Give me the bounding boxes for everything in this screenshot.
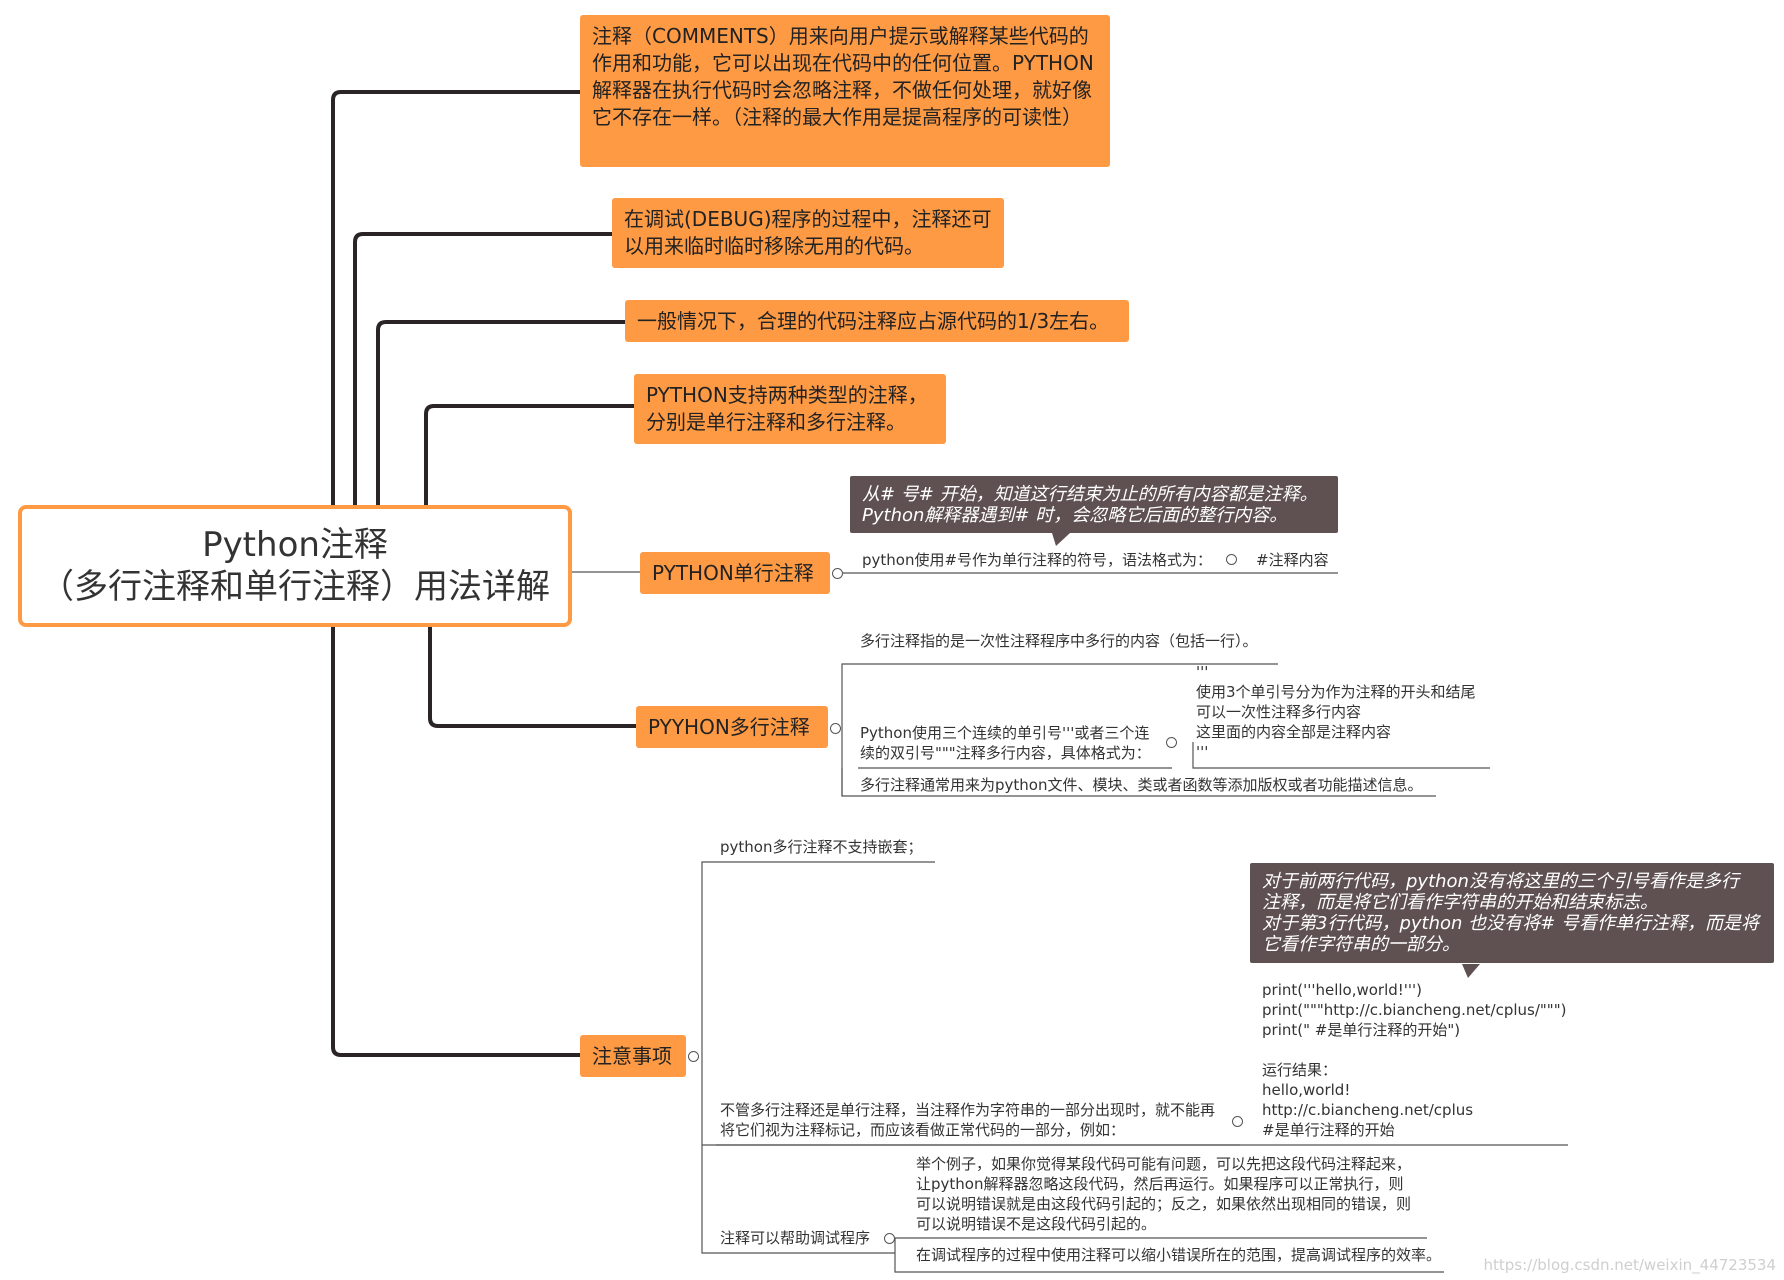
multi-line-usage: Python使用三个连续的单引号'''或者三个连 续的双引号"""注释多行内容，… — [860, 723, 1151, 763]
text-line: 分别是单行注释和多行注释。 — [646, 410, 906, 434]
debug-efficiency: 在调试程序的过程中使用注释可以缩小错误所在的范围，提高调试程序的效率。 — [916, 1246, 1442, 1264]
link-b3 — [376, 320, 627, 507]
text-line: 对于前两行代码，python没有将这里的三个引号看作是多行 — [1262, 871, 1739, 892]
root-title-line2: （多行注释和单行注释）用法详解 — [40, 567, 550, 607]
topic-comment-types[interactable]: PYTHON支持两种类型的注释， 分别是单行注释和多行注释。 — [634, 374, 946, 444]
notes-debug-help: 注释可以帮助调试程序 — [720, 1229, 871, 1247]
text-line: 从# 号# 开始，知道这行结束为止的所有内容都是注释。 — [862, 484, 1318, 505]
text-line: ''' — [1196, 663, 1209, 681]
collapse-toggle-icon[interactable] — [830, 723, 841, 734]
text-line: hello,world! — [1262, 1081, 1351, 1099]
text-line: PYTHON单行注释 — [652, 561, 814, 585]
collapse-toggle-icon[interactable] — [688, 1051, 699, 1062]
root-title-line1: Python注释 — [202, 524, 388, 565]
text-line: 对于第3行代码，python 也没有将# 号看作单行注释，而是将 — [1262, 913, 1759, 934]
text-line: 使用3个单引号分为作为注释的开头和结尾 — [1196, 683, 1476, 701]
multi-line-definition: 多行注释指的是一次性注释程序中多行的内容（包括一行）。 — [860, 632, 1258, 650]
collapse-toggle-icon[interactable] — [1226, 554, 1237, 565]
text-line: 它不存在一样。（注释的最大作用是提高程序的可读性） — [592, 105, 1082, 129]
text-line: 解释器在执行代码时会忽略注释，不做任何处理，就好像 — [592, 78, 1092, 102]
string-comment-desc: 不管多行注释还是单行注释，当注释作为字符串的一部分出现时，就不能再 将它们视为注… — [720, 1100, 1215, 1140]
link-b2 — [353, 232, 614, 507]
link-multi — [428, 625, 638, 728]
text-line: 将它们视为注释标记，而应该看做正常代码的一部分，例如： — [720, 1121, 1126, 1139]
watermark: https://blog.csdn.net/weixin_44723534 — [1483, 1256, 1776, 1274]
link-b4 — [424, 404, 636, 507]
text-line: PYYHON多行注释 — [648, 715, 810, 739]
text-line: print("""http://c.biancheng.net/cplus/""… — [1262, 1001, 1567, 1019]
text-line: 在调试(DEBUG)程序的过程中，注释还可 — [624, 207, 992, 231]
text-line: 作用和功能，它可以出现在代码中的任何位置。PYTHON — [592, 51, 1094, 75]
topic-notes[interactable]: 注意事项 — [580, 1035, 686, 1077]
text-line: 注意事项 — [592, 1044, 672, 1068]
multi-line-purpose: 多行注释通常用来为python文件、模块、类或者函数等添加版权或者功能描述信息。 — [860, 776, 1423, 794]
text-line: 它看作字符串的一部分。 — [1262, 934, 1460, 955]
text-line: 举个例子，如果你觉得某段代码可能有问题，可以先把这段代码注释起来， — [916, 1155, 1412, 1173]
text-line: 可以说明错误不是这段代码引起的。 — [916, 1215, 1157, 1233]
text-line: 让python解释器忽略这段代码，然后再运行。如果程序可以正常执行，则 — [916, 1175, 1404, 1193]
text-line: http://c.biancheng.net/cplus — [1262, 1101, 1474, 1119]
text-line: 不管多行注释还是单行注释，当注释作为字符串的一部分出现时，就不能再 — [720, 1101, 1216, 1119]
single-line-syntax: python使用#号作为单行注释的符号，语法格式为： — [862, 551, 1213, 569]
text-line: print('''hello,world!''') — [1262, 981, 1423, 999]
text-line: ''' — [1196, 743, 1209, 761]
text-line: print(" #是单行注释的开始") — [1262, 1021, 1461, 1039]
topic-comment-definition[interactable]: 注释（COMMENTS）用来向用户提示或解释某些代码的 作用和功能，它可以出现在… — [580, 15, 1110, 167]
multi-line-example: ''' 使用3个单引号分为作为注释的开头和结尾 可以一次性注释多行内容 这里面的… — [1196, 662, 1476, 762]
string-comment-code: print('''hello,world!''') print("""http:… — [1262, 980, 1566, 1140]
notes-no-nesting: python多行注释不支持嵌套； — [720, 838, 923, 856]
link-b1 — [331, 90, 582, 507]
text-line: 可以说明错误就是由这段代码引起的；反之，如果依然出现相同的错误，则 — [916, 1195, 1412, 1213]
collapse-toggle-icon[interactable] — [832, 568, 843, 579]
topic-debug-usage[interactable]: 在调试(DEBUG)程序的过程中，注释还可 以用来临时临时移除无用的代码。 — [612, 198, 1004, 268]
single-line-note: 从# 号# 开始，知道这行结束为止的所有内容都是注释。 Python解释器遇到#… — [850, 476, 1338, 533]
collapse-toggle-icon[interactable] — [884, 1233, 895, 1244]
string-comment-note: 对于前两行代码，python没有将这里的三个引号看作是多行 注释，而是将它们看作… — [1250, 863, 1774, 963]
text-line: 这里面的内容全部是注释内容 — [1196, 723, 1392, 741]
collapse-toggle-icon[interactable] — [1232, 1116, 1243, 1127]
text-line: 续的双引号"""注释多行内容，具体格式为： — [860, 744, 1151, 762]
text-line: PYTHON支持两种类型的注释， — [646, 383, 928, 407]
text-line: 可以一次性注释多行内容 — [1196, 703, 1362, 721]
text-line: 注释（COMMENTS）用来向用户提示或解释某些代码的 — [592, 24, 1089, 48]
text-line: Python解释器遇到# 时，会忽略它后面的整行内容。 — [862, 505, 1288, 526]
text-line: Python使用三个连续的单引号'''或者三个连 — [860, 724, 1150, 742]
single-line-example: #注释内容 — [1256, 551, 1329, 569]
text-line: 一般情况下，合理的代码注释应占源代码的1/3左右。 — [637, 309, 1110, 333]
text-line: 运行结果： — [1262, 1061, 1338, 1079]
text-line — [1262, 1040, 1566, 1060]
collapse-toggle-icon[interactable] — [1166, 737, 1177, 748]
debug-example: 举个例子，如果你觉得某段代码可能有问题，可以先把这段代码注释起来， 让pytho… — [916, 1154, 1411, 1234]
topic-single-line-comment[interactable]: PYTHON单行注释 — [640, 552, 830, 594]
text-line: 以用来临时临时移除无用的代码。 — [624, 234, 924, 258]
text-line: #是单行注释的开始 — [1262, 1121, 1395, 1139]
topic-comment-ratio[interactable]: 一般情况下，合理的代码注释应占源代码的1/3左右。 — [625, 300, 1129, 342]
topic-multi-line-comment[interactable]: PYYHON多行注释 — [636, 706, 828, 748]
root-topic[interactable]: Python注释 （多行注释和单行注释）用法详解 — [18, 505, 572, 627]
text-line: 注释，而是将它们看作字符串的开始和结束标志。 — [1262, 892, 1658, 913]
link-notes — [331, 625, 582, 1057]
